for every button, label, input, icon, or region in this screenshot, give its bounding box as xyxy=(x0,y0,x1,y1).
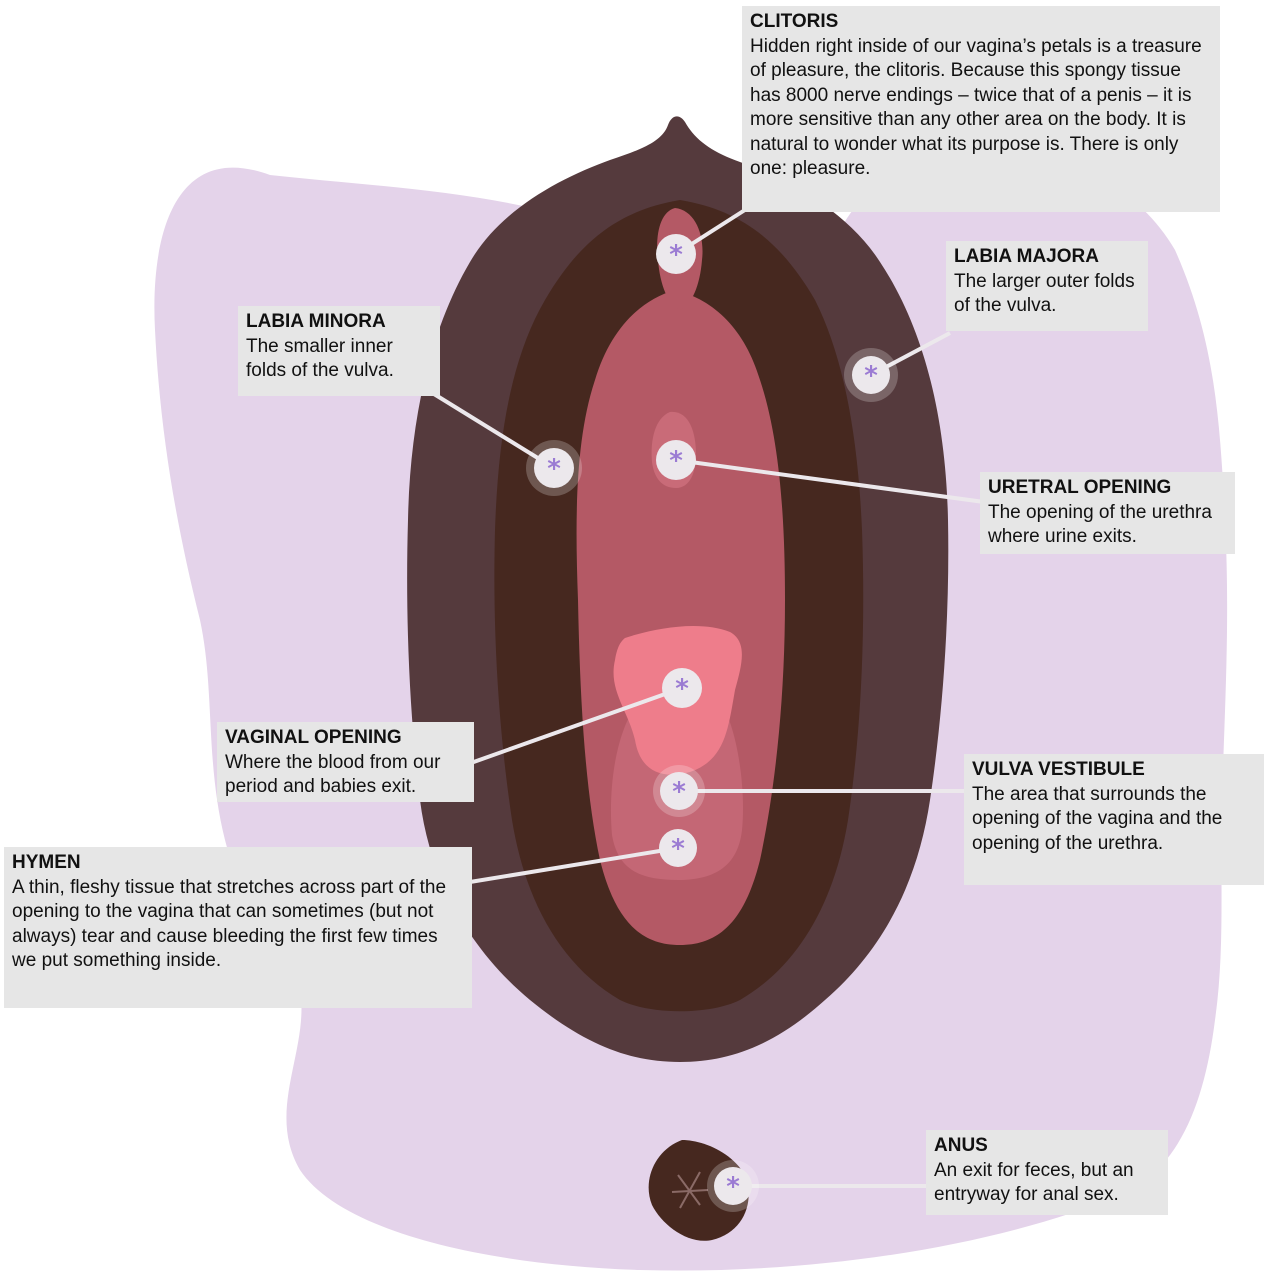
marker-labia-majora-asterisk: * xyxy=(864,361,878,391)
marker-vaginal-opening[interactable]: * xyxy=(662,668,702,708)
label-vulva-vestibule: VULVA VESTIBULE The area that surrounds … xyxy=(964,754,1264,885)
marker-uretral-opening[interactable]: * xyxy=(656,440,696,480)
label-anus-title: ANUS xyxy=(934,1134,1160,1159)
label-labia-minora-title: LABIA MINORA xyxy=(246,310,432,335)
label-vaginal-opening-text: Where the blood from our period and babi… xyxy=(225,751,466,800)
marker-labia-minora[interactable]: * xyxy=(526,440,582,496)
marker-anus[interactable]: * xyxy=(707,1160,759,1212)
label-labia-minora-text: The smaller inner folds of the vulva. xyxy=(246,335,432,384)
label-clitoris: CLITORIS Hidden right inside of our vagi… xyxy=(742,6,1220,212)
marker-hymen-asterisk: * xyxy=(671,834,685,864)
label-anus-text: An exit for feces, but an entryway for a… xyxy=(934,1159,1160,1208)
marker-vulva-vestibule[interactable]: * xyxy=(653,765,705,817)
label-labia-majora-title: LABIA MAJORA xyxy=(954,245,1140,270)
label-labia-majora: LABIA MAJORA The larger outer folds of t… xyxy=(946,241,1148,331)
label-vaginal-opening: VAGINAL OPENING Where the blood from our… xyxy=(217,722,474,802)
marker-vaginal-opening-asterisk: * xyxy=(675,674,689,704)
marker-labia-majora[interactable]: * xyxy=(844,348,898,402)
label-uretral-opening: URETRAL OPENING The opening of the ureth… xyxy=(980,472,1235,554)
label-uretral-opening-title: URETRAL OPENING xyxy=(988,476,1227,501)
label-labia-minora: LABIA MINORA The smaller inner folds of … xyxy=(238,306,440,396)
label-clitoris-text: Hidden right inside of our vagina’s peta… xyxy=(750,35,1212,182)
label-hymen: HYMEN A thin, fleshy tissue that stretch… xyxy=(4,847,472,1008)
label-labia-majora-text: The larger outer folds of the vulva. xyxy=(954,270,1140,319)
label-vulva-vestibule-title: VULVA VESTIBULE xyxy=(972,758,1256,783)
marker-vulva-vestibule-asterisk: * xyxy=(672,777,686,807)
marker-uretral-opening-asterisk: * xyxy=(669,446,683,476)
marker-clitoris[interactable]: * xyxy=(656,234,696,274)
label-vaginal-opening-title: VAGINAL OPENING xyxy=(225,726,466,751)
label-uretral-opening-text: The opening of the urethra where urine e… xyxy=(988,501,1227,550)
label-hymen-title: HYMEN xyxy=(12,851,464,876)
marker-labia-minora-asterisk: * xyxy=(547,454,561,484)
label-clitoris-title: CLITORIS xyxy=(750,10,1212,35)
label-hymen-text: A thin, fleshy tissue that stretches acr… xyxy=(12,876,464,974)
marker-clitoris-asterisk: * xyxy=(669,240,683,270)
marker-anus-asterisk: * xyxy=(726,1172,740,1202)
label-vulva-vestibule-text: The area that surrounds the opening of t… xyxy=(972,783,1256,857)
marker-hymen[interactable]: * xyxy=(659,829,697,867)
label-anus: ANUS An exit for feces, but an entryway … xyxy=(926,1130,1168,1215)
